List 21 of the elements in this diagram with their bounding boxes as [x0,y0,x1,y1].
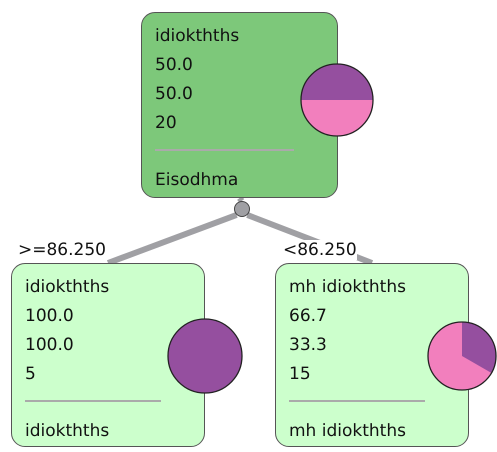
class-label: mh idiokthths [289,276,406,298]
connector-line [106,212,238,266]
tree-node-box [141,12,338,198]
tree-node-box [275,263,469,447]
node-value: 20 [155,112,177,134]
class-label: idiokthths [25,276,110,298]
node-value: 50.0 [155,83,193,105]
tree-node-box [11,263,205,447]
node-value: 66.7 [289,305,327,327]
split-attribute: idiokthths [25,420,110,442]
class-label: idiokthths [155,25,240,47]
node-value: 50.0 [155,54,193,76]
node-value: 100.0 [25,334,74,356]
split-attribute: Eisodhma [155,169,238,191]
edge-label: <86.250 [283,240,357,260]
node-value: 5 [25,363,36,385]
split-dot [234,201,250,217]
split-attribute: mh idiokthths [289,420,406,442]
node-value: 100.0 [25,305,74,327]
node-value: 33.3 [289,334,327,356]
node-value: 15 [289,363,311,385]
